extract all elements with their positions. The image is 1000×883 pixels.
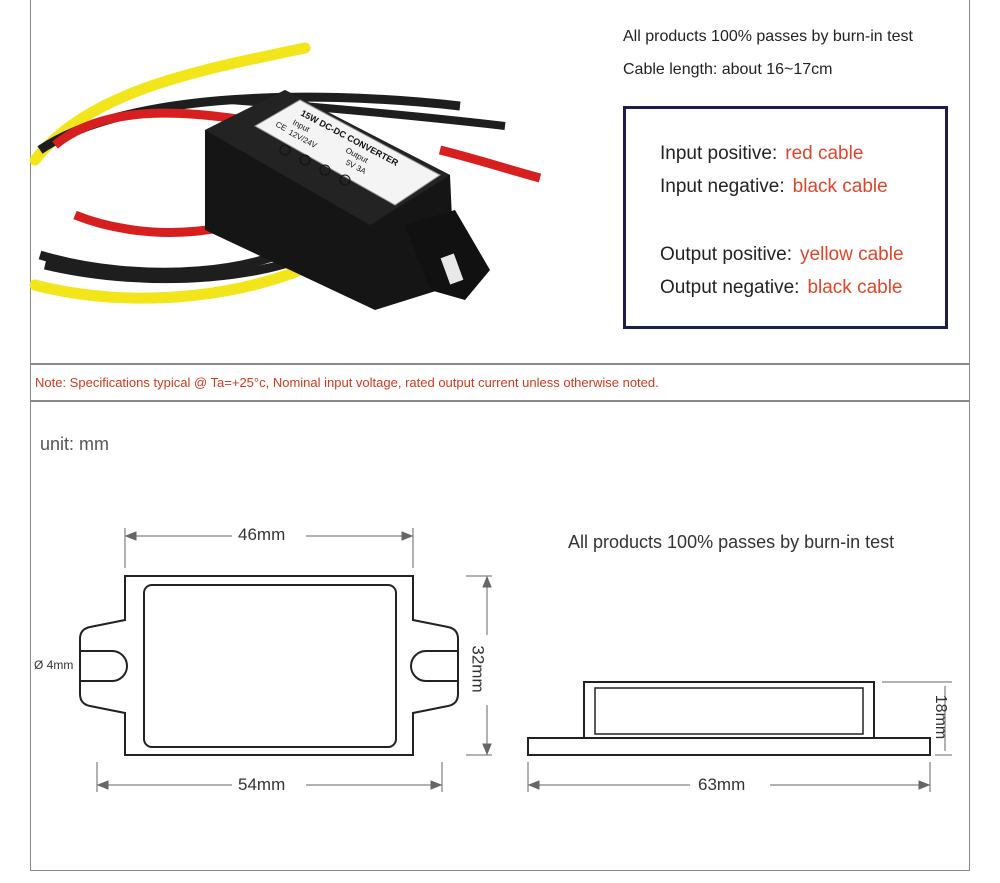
cable-length: Cable length: about 16~17cm [623,61,833,78]
cable-legend-box: Input positive: red cable Input negative:… [623,106,948,329]
header-test-line: All products 100% passes by burn-in test [623,28,913,45]
dim-hole: Ø 4mm [34,658,74,672]
note-text: Note: Specifications typical @ Ta=+25°c,… [35,375,659,390]
drawing-test-line: All products 100% passes by burn-in test [568,532,895,552]
cable-value: yellow cable [800,244,904,265]
unit-label: unit: mm [40,434,110,454]
dim-54mm: 54mm [238,775,286,794]
dim-63mm: 63mm [698,775,746,794]
cable-row: Input negative: black cable [660,176,888,198]
dim-18mm: 18mm [932,694,950,740]
cable-row: Output negative: black cable [660,277,903,299]
cable-value: black cable [807,277,903,298]
note-bar: Note: Specifications typical @ Ta=+25°c,… [30,364,970,401]
cable-value: black cable [792,176,888,197]
cable-row: Input positive: red cable [660,143,863,165]
cable-value: red cable [785,143,864,164]
cable-label: Output positive: [660,244,793,265]
drawing-panel [30,401,970,871]
cable-row: Output positive: yellow cable [660,244,904,266]
cable-label: Input positive: [660,143,778,164]
cable-label: Input negative: [660,176,785,197]
cable-label: Output negative: [660,277,800,298]
dim-46mm: 46mm [238,525,286,544]
dim-32mm: 32mm [468,645,488,693]
